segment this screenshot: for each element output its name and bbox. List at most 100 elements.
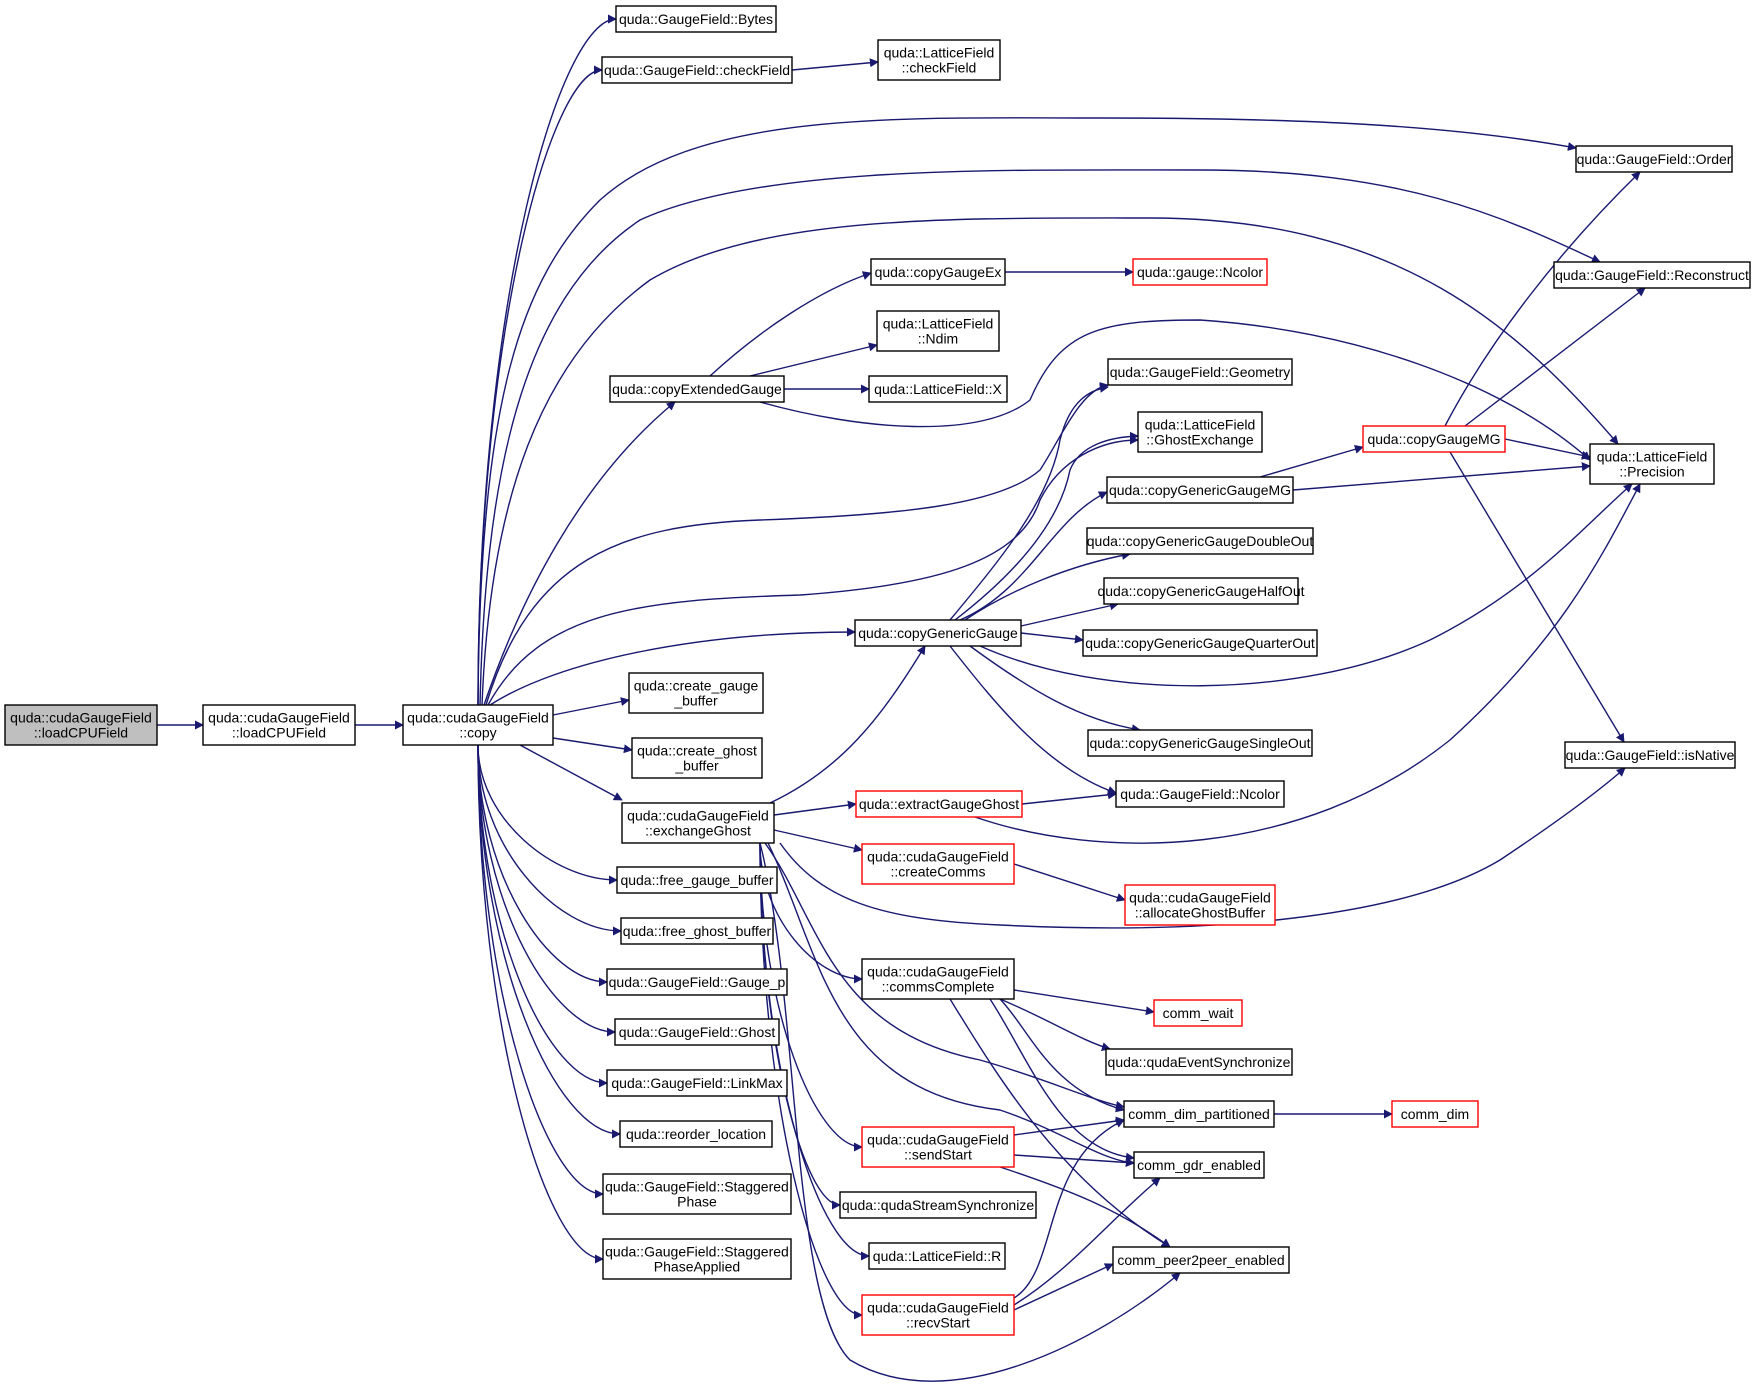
edge-copy-to-cgg bbox=[489, 627, 856, 706]
node-box bbox=[1087, 729, 1313, 757]
edge-copy-to-exg bbox=[519, 744, 623, 801]
edge-exg-to-cgdr bbox=[767, 842, 1135, 1167]
node-load2[interactable]: quda::cudaGaugeField::loadCPUField bbox=[202, 704, 356, 746]
node-chk[interactable]: quda::GaugeField::checkField bbox=[601, 56, 793, 84]
edge-copy-to-gp bbox=[477, 744, 608, 987]
node-cgdr[interactable]: comm_gdr_enabled bbox=[1133, 1151, 1265, 1179]
node-label: comm_wait bbox=[1163, 1005, 1234, 1021]
node-label: ::Precision bbox=[1619, 464, 1684, 480]
node-box bbox=[616, 866, 778, 894]
edge-rs-to-cdp bbox=[1013, 1119, 1125, 1299]
node-cgg[interactable]: quda::copyGenericGauge bbox=[854, 619, 1022, 647]
node-label: _buffer bbox=[673, 693, 718, 709]
node-label: ::recvStart bbox=[906, 1315, 970, 1331]
node-cgb[interactable]: quda::create_gauge_buffer bbox=[628, 672, 764, 714]
node-label: comm_dim_partitioned bbox=[1128, 1106, 1270, 1122]
node-cggdo[interactable]: quda::copyGenericGaugeDoubleOut bbox=[1086, 527, 1314, 555]
node-qss[interactable]: quda::qudaStreamSynchronize bbox=[839, 1191, 1037, 1219]
node-fghb[interactable]: quda::free_ghost_buffer bbox=[620, 917, 774, 945]
node-label: quda::LatticeField bbox=[883, 316, 994, 332]
node-lchk[interactable]: quda::LatticeField::checkField bbox=[877, 39, 1001, 81]
node-label: quda::GaugeField::Reconstruct bbox=[1555, 267, 1749, 283]
edge-copy-to-order bbox=[477, 117, 1577, 706]
node-box bbox=[602, 1173, 792, 1215]
edge-ccomp-to-cp2p bbox=[949, 998, 1171, 1248]
node-cghb[interactable]: quda::create_ghost_buffer bbox=[631, 737, 763, 779]
node-label: quda::free_ghost_buffer bbox=[623, 923, 772, 939]
node-label: quda::create_gauge bbox=[634, 678, 759, 694]
node-cwait[interactable]: comm_wait bbox=[1153, 999, 1243, 1027]
node-exg[interactable]: quda::cudaGaugeField::exchangeGhost bbox=[621, 802, 775, 844]
node-gp[interactable]: quda::GaugeField::Gauge_p bbox=[606, 968, 788, 996]
node-label: quda::GaugeField::Order bbox=[1577, 151, 1732, 167]
edge-cgg-to-cgghf bbox=[1020, 601, 1119, 627]
node-cggqo[interactable]: quda::copyGenericGaugeQuarterOut bbox=[1082, 629, 1318, 657]
node-box bbox=[621, 802, 775, 844]
edge-copy-to-cgb bbox=[552, 697, 630, 716]
node-bytes[interactable]: quda::GaugeField::Bytes bbox=[615, 5, 777, 33]
node-gghost[interactable]: quda::GaugeField::Ghost bbox=[614, 1018, 780, 1046]
node-label: ::loadCPUField bbox=[34, 725, 128, 741]
node-cgmg[interactable]: quda::copyGaugeMG bbox=[1362, 425, 1506, 453]
node-ghx[interactable]: quda::LatticeField::GhostExchange bbox=[1137, 411, 1263, 453]
node-label: quda::GaugeField::Staggered bbox=[605, 1244, 789, 1260]
node-ss[interactable]: quda::cudaGaugeField::sendStart bbox=[861, 1126, 1015, 1168]
edge-ccomp-to-cgdr bbox=[989, 998, 1135, 1162]
node-box bbox=[402, 704, 554, 746]
node-cdim[interactable]: comm_dim bbox=[1391, 1100, 1479, 1128]
edge-extg-to-gnc bbox=[1021, 790, 1117, 805]
node-qes[interactable]: quda::qudaEventSynchronize bbox=[1105, 1048, 1293, 1076]
node-label: quda::cudaGaugeField bbox=[867, 849, 1009, 865]
node-lx[interactable]: quda::LatticeField::X bbox=[868, 375, 1008, 403]
node-box bbox=[202, 704, 356, 746]
edge-cggmg-to-cgmg bbox=[1259, 444, 1364, 478]
node-cgex[interactable]: quda::copyGaugeEx bbox=[870, 258, 1006, 286]
node-label: quda::cudaGaugeField bbox=[867, 1132, 1009, 1148]
node-cggso[interactable]: quda::copyGenericGaugeSingleOut bbox=[1087, 729, 1313, 757]
node-geom[interactable]: quda::GaugeField::Geometry bbox=[1107, 358, 1293, 386]
node-label: quda::GaugeField::Staggered bbox=[605, 1179, 789, 1195]
node-fgb[interactable]: quda::free_gauge_buffer bbox=[616, 866, 778, 894]
node-lr[interactable]: quda::LatticeField::R bbox=[868, 1242, 1006, 1270]
node-extg[interactable]: quda::extractGaugeGhost bbox=[855, 790, 1023, 818]
node-lmax[interactable]: quda::GaugeField::LinkMax bbox=[606, 1069, 788, 1097]
node-label: quda::copyGenericGaugeHalfOut bbox=[1097, 583, 1304, 599]
edge-cgg-to-prec bbox=[979, 483, 1633, 687]
node-box bbox=[614, 1018, 780, 1046]
node-cp2p[interactable]: comm_peer2peer_enabled bbox=[1112, 1246, 1290, 1274]
node-label: quda::LatticeField::R bbox=[873, 1248, 1001, 1264]
node-label: ::copy bbox=[459, 725, 496, 741]
node-gnc[interactable]: quda::GaugeField::Ncolor bbox=[1115, 780, 1285, 808]
node-ndim[interactable]: quda::LatticeField::Ndim bbox=[876, 310, 1000, 352]
node-ncolor1[interactable]: quda::gauge::Ncolor bbox=[1132, 258, 1268, 286]
node-box bbox=[1564, 741, 1736, 769]
node-root[interactable]: quda::cudaGaugeField::loadCPUField bbox=[4, 704, 158, 746]
edge-cgg-to-cggso bbox=[969, 645, 1141, 734]
edge-cgg-to-cggdo bbox=[964, 551, 1131, 621]
node-label: quda::create_ghost bbox=[637, 743, 757, 759]
node-cgghf[interactable]: quda::copyGenericGaugeHalfOut bbox=[1097, 577, 1305, 605]
node-isnat[interactable]: quda::GaugeField::isNative bbox=[1564, 741, 1736, 769]
node-prec[interactable]: quda::LatticeField::Precision bbox=[1589, 443, 1715, 485]
node-label: comm_dim bbox=[1401, 1106, 1469, 1122]
node-box bbox=[861, 958, 1015, 1000]
node-box bbox=[1112, 1246, 1290, 1274]
node-ccom[interactable]: quda::cudaGaugeField::createComms bbox=[861, 843, 1015, 885]
node-recon[interactable]: quda::GaugeField::Reconstruct bbox=[1553, 261, 1751, 289]
node-label: ::loadCPUField bbox=[232, 725, 326, 741]
node-ccomp[interactable]: quda::cudaGaugeField::commsComplete bbox=[861, 958, 1015, 1000]
node-rs[interactable]: quda::cudaGaugeField::recvStart bbox=[861, 1294, 1015, 1336]
node-reo[interactable]: quda::reorder_location bbox=[619, 1120, 773, 1148]
node-cggmg[interactable]: quda::copyGenericGaugeMG bbox=[1106, 476, 1294, 504]
node-copy[interactable]: quda::cudaGaugeField::copy bbox=[402, 704, 554, 746]
node-box bbox=[1124, 884, 1276, 926]
node-box bbox=[868, 1242, 1006, 1270]
edge-ccomp-to-cdp bbox=[999, 998, 1125, 1113]
node-ceg[interactable]: quda::copyExtendedGauge bbox=[609, 375, 785, 403]
node-label: quda::qudaEventSynchronize bbox=[1108, 1054, 1291, 1070]
node-order[interactable]: quda::GaugeField::Order bbox=[1575, 145, 1733, 173]
node-cdp[interactable]: comm_dim_partitioned bbox=[1123, 1100, 1275, 1128]
node-agb[interactable]: quda::cudaGaugeField::allocateGhostBuffe… bbox=[1124, 884, 1276, 926]
